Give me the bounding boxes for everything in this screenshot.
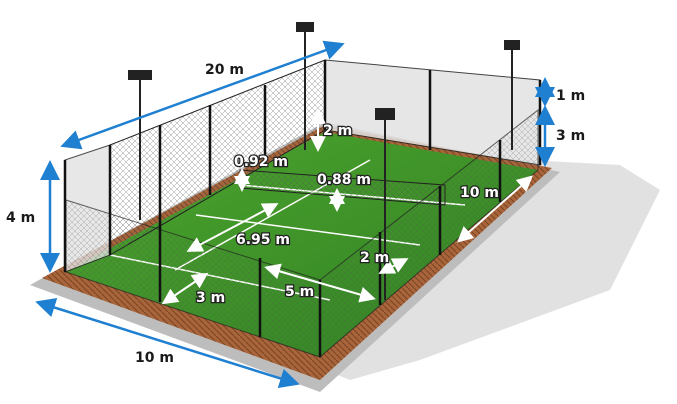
label-bottom-section: 3 m	[556, 128, 585, 144]
label-service-box-width: 3 m	[196, 290, 225, 306]
label-front-width: 10 m	[135, 350, 174, 366]
label-side-glass-width: 2 m	[360, 250, 389, 266]
label-length: 20 m	[205, 62, 244, 78]
label-half-width: 5 m	[285, 284, 314, 300]
inner-dimension-arrows	[161, 108, 533, 305]
label-net-center-height: 0.88 m	[317, 172, 371, 188]
label-top-section: 1 m	[556, 88, 585, 104]
label-side-length: 10 m	[460, 185, 499, 201]
label-service-line: 6.95 m	[236, 232, 290, 248]
label-glass-step: 2 m	[323, 123, 352, 139]
label-side-height: 4 m	[6, 210, 35, 226]
outer-dimension-arrows	[35, 40, 555, 389]
length-arrow	[60, 40, 345, 150]
front-width-arrow	[35, 297, 300, 389]
label-net-post-height: 0.92 m	[234, 154, 288, 170]
